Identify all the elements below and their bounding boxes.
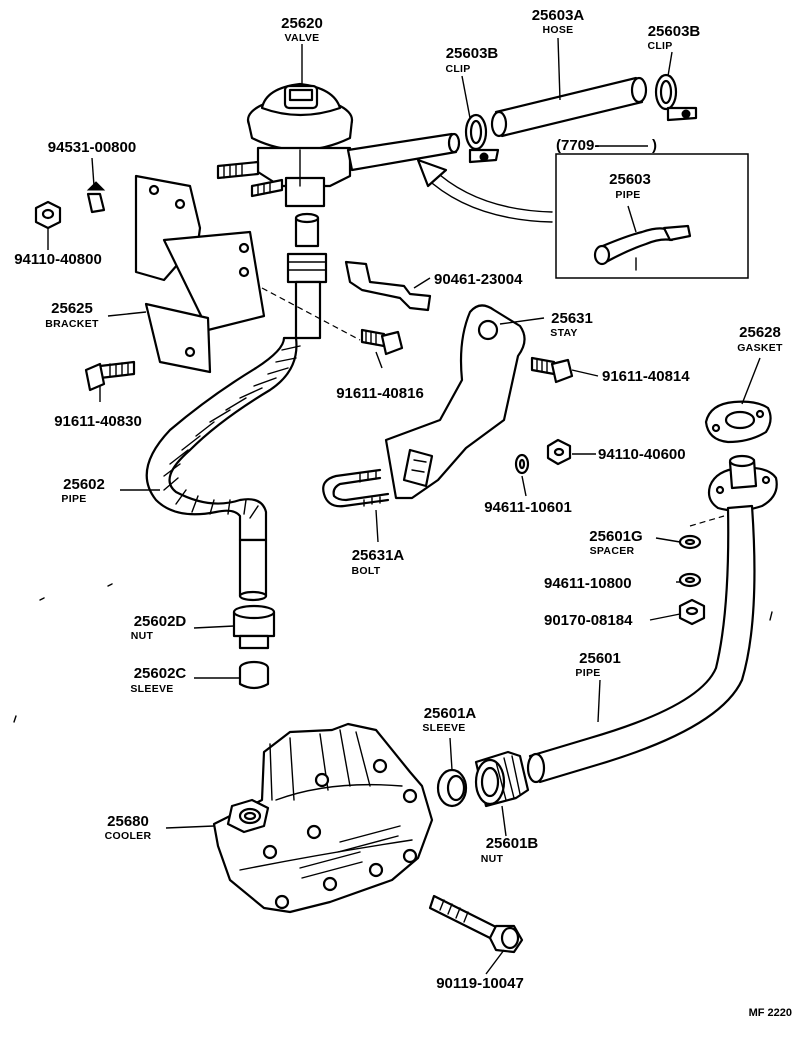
clip-left-number: 25603B (446, 45, 499, 62)
inset-range-start: (7709- (556, 137, 599, 154)
clip-right-number: 25603B (648, 23, 701, 40)
nut-94110-40800-number: 94110-40800 (14, 251, 102, 268)
guide-line-bracket (261, 287, 361, 341)
bracket-name: BRACKET (45, 318, 99, 330)
pipe-25601-number: 25601 (579, 650, 621, 667)
nut-25601b-name: NUT (481, 853, 504, 865)
bolt-91611-40814-number: 91611-40814 (602, 368, 690, 385)
hose-drawing (490, 76, 648, 138)
washer-94611-10601-drawing (514, 453, 530, 475)
screw-94531-number: 94531-00800 (48, 139, 136, 156)
speck (769, 611, 773, 621)
clip-right-drawing (654, 73, 698, 122)
washer-94611-10800-number: 94611-10800 (544, 575, 632, 592)
hose-name: HOSE (543, 24, 574, 36)
spacer-number: 25601G (589, 528, 642, 545)
stay-name: STAY (550, 327, 577, 339)
gasket-number: 25628 (739, 324, 781, 341)
bracket-number: 25625 (51, 300, 93, 317)
washer-94611-10601-number: 94611-10601 (484, 499, 572, 516)
sleeve-25601a-number: 25601A (424, 705, 477, 722)
nut-94110-40600-drawing (546, 438, 572, 466)
nut-25602d-drawing (232, 604, 276, 650)
gasket-name: GASKET (737, 342, 783, 354)
sleeve-25601a-name: SLEEVE (422, 722, 465, 734)
cooler-drawing (212, 722, 434, 914)
pipe-25601-name: PIPE (575, 667, 600, 679)
inset-range-end: ) (652, 137, 657, 154)
bolt-90119-drawing (428, 894, 524, 954)
nut-25601b-drawing (474, 750, 530, 808)
cooler-number: 25680 (107, 813, 149, 830)
sleeve-25602c-drawing (238, 660, 270, 690)
bolt-91611-40816-drawing (360, 328, 404, 356)
spacer-name: SPACER (590, 545, 635, 557)
clip-right-name: CLIP (647, 40, 672, 52)
clip-left-drawing (464, 113, 500, 164)
clamp-drawing (344, 260, 432, 312)
pipe-25602-number: 25602 (63, 476, 105, 493)
nut-94110-40800-drawing (34, 200, 62, 230)
sleeve-25601a-drawing (436, 768, 468, 808)
pipe-25602-drawing (145, 212, 328, 602)
labels: 25620 VALVE 25603A HOSE 25603B CLIP 2560… (14, 7, 792, 1019)
pipe-25601-drawing (526, 454, 778, 784)
bolt-91611-40830-number: 91611-40830 (54, 413, 142, 430)
stay-number: 25631 (551, 310, 593, 327)
inset-pipe-name: PIPE (615, 189, 640, 201)
sleeve-25602c-name: SLEEVE (130, 683, 173, 695)
stay-drawing (384, 304, 526, 500)
nut-90170-number: 90170-08184 (544, 612, 633, 629)
ubolt-number: 25631A (352, 547, 405, 564)
bolt-91611-40816-number: 91611-40816 (336, 385, 424, 402)
nut-25601b-number: 25601B (486, 835, 539, 852)
hose-number: 25603A (532, 7, 585, 24)
nut-25602d-name: NUT (131, 630, 154, 642)
inset-box (416, 153, 749, 279)
bolt-90119-number: 90119-10047 (436, 975, 524, 992)
cooler-name: COOLER (105, 830, 152, 842)
ubolt-drawing (322, 468, 390, 508)
screw-94531-drawing (86, 181, 106, 214)
gasket-drawing (704, 400, 772, 444)
pipe-25602-name: PIPE (61, 493, 86, 505)
speck (13, 715, 17, 723)
egr-valve-drawing (216, 82, 461, 208)
ubolt-name: BOLT (352, 565, 381, 577)
bolt-91611-40814-drawing (530, 356, 574, 384)
clamp-number: 90461-23004 (434, 271, 523, 288)
inset-pipe-number: 25603 (609, 171, 651, 188)
bolt-91611-40830-drawing (84, 360, 136, 392)
nut-90170-drawing (678, 598, 706, 626)
clip-left-name: CLIP (445, 63, 470, 75)
sleeve-25602c-number: 25602C (134, 665, 187, 682)
spacer-drawing (678, 534, 702, 550)
nut-25602d-number: 25602D (134, 613, 187, 630)
valve-number: 25620 (281, 15, 323, 32)
bracket-drawing (134, 174, 266, 374)
nut-94110-40600-number: 94110-40600 (598, 446, 686, 463)
leader-lines (47, 37, 761, 975)
speck (107, 583, 113, 587)
washer-94611-10800-drawing (678, 572, 702, 588)
valve-name: VALVE (285, 32, 320, 44)
speck (39, 597, 45, 601)
figure-code: MF 2220 (749, 1007, 792, 1019)
